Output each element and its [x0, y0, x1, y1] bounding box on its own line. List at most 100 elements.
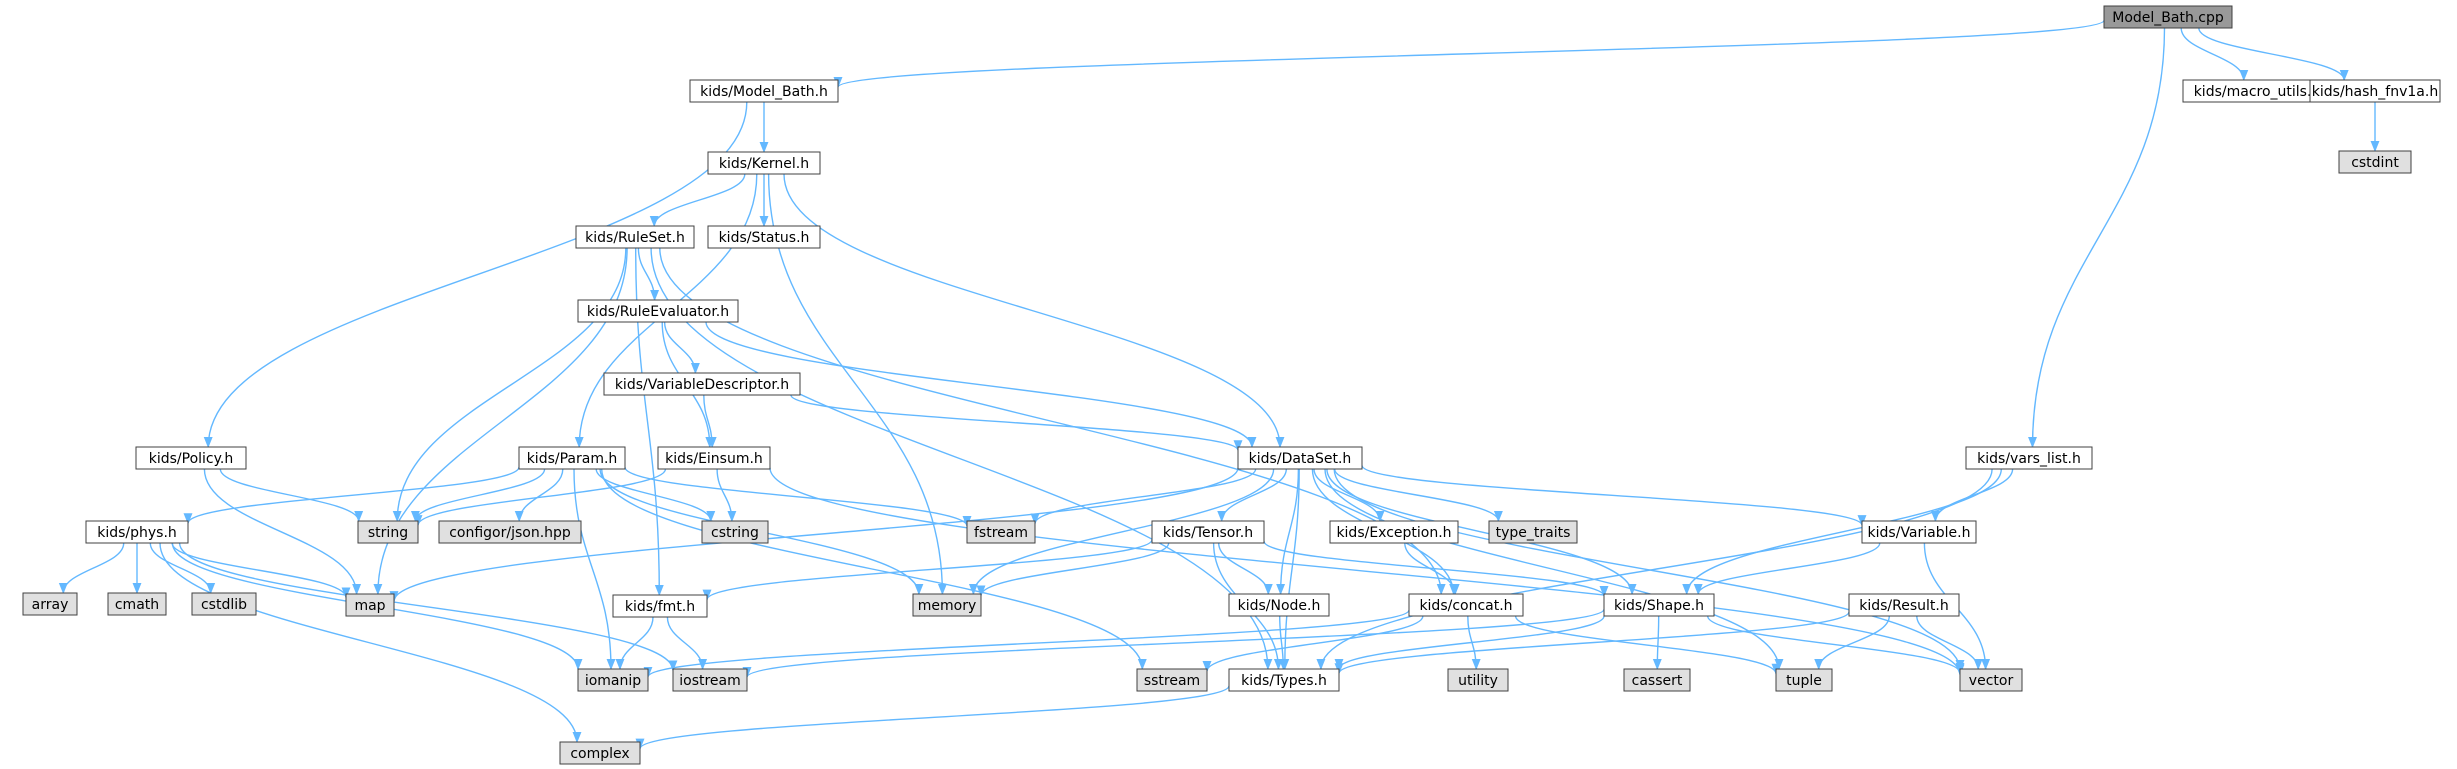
node-box-model_bath_h[interactable]	[689, 79, 839, 103]
node-sstream[interactable]: sstream	[1136, 668, 1208, 692]
node-policy_h[interactable]: kids/Policy.h	[135, 446, 247, 470]
node-variable_h[interactable]: kids/Variable.h	[1861, 520, 1977, 544]
node-fstream[interactable]: fstream	[966, 520, 1036, 544]
node-string[interactable]: string	[357, 520, 419, 544]
node-box-vars_list_h[interactable]	[1965, 446, 2093, 470]
node-box-memory[interactable]	[912, 593, 982, 617]
node-model_bath_cpp[interactable]: Model_Bath.cpp	[2103, 5, 2233, 29]
node-box-types_h[interactable]	[1228, 668, 1340, 692]
node-box-string[interactable]	[357, 520, 419, 544]
node-box-node_h[interactable]	[1228, 593, 1330, 617]
edge-result_h-to-tuple	[1814, 615, 1890, 671]
node-macro_utils_h[interactable]: kids/macro_utils.h	[2182, 79, 2332, 103]
node-cstdlib[interactable]: cstdlib	[191, 592, 257, 616]
node-cmath[interactable]: cmath	[107, 592, 167, 616]
node-box-dataset_h[interactable]	[1237, 446, 1363, 470]
node-box-json_hpp[interactable]	[438, 520, 582, 544]
node-einsum_h[interactable]: kids/Einsum.h	[657, 446, 771, 470]
node-map[interactable]: map	[345, 593, 395, 617]
node-vars_list_h[interactable]: kids/vars_list.h	[1965, 446, 2093, 470]
node-cstring[interactable]: cstring	[701, 520, 769, 544]
node-box-complex[interactable]	[559, 741, 641, 765]
edge-dataset_h-to-shape_h	[1326, 468, 1637, 596]
node-ruleset_h[interactable]: kids/RuleSet.h	[575, 225, 695, 249]
node-box-exception_h[interactable]	[1329, 520, 1459, 544]
node-label-cmath: cmath	[115, 597, 159, 613]
edge-kernel_h-to-dataset_h	[783, 173, 1285, 449]
node-kernel_h[interactable]: kids/Kernel.h	[707, 151, 821, 175]
node-hash_fnv1a_h[interactable]: kids/hash_fnv1a.h	[2309, 79, 2441, 103]
node-iomanip[interactable]: iomanip	[577, 668, 649, 692]
edge-einsum_h-to-cstring	[716, 468, 737, 523]
node-type_traits[interactable]: type_traits	[1488, 520, 1578, 544]
node-label-iomanip: iomanip	[585, 673, 641, 689]
node-label-ruleset_h: kids/RuleSet.h	[585, 230, 685, 246]
node-vector[interactable]: vector	[1959, 668, 2023, 692]
node-box-param_h[interactable]	[518, 446, 626, 470]
node-shape_h[interactable]: kids/Shape.h	[1603, 593, 1715, 617]
node-label-dataset_h: kids/DataSet.h	[1249, 451, 1352, 467]
node-node_h[interactable]: kids/Node.h	[1228, 593, 1330, 617]
node-box-hash_fnv1a_h[interactable]	[2309, 79, 2441, 103]
node-iostream[interactable]: iostream	[672, 668, 748, 692]
node-box-cassert[interactable]	[1623, 668, 1691, 692]
node-box-result_h[interactable]	[1848, 593, 1960, 617]
node-box-iomanip[interactable]	[577, 668, 649, 692]
node-variabledescriptor_h[interactable]: kids/VariableDescriptor.h	[603, 372, 801, 396]
node-param_h[interactable]: kids/Param.h	[518, 446, 626, 470]
node-box-status_h[interactable]	[707, 225, 821, 249]
node-box-tuple[interactable]	[1775, 668, 1833, 692]
node-box-concat_h[interactable]	[1408, 593, 1524, 617]
edge-tensor_h-to-node_h	[1218, 542, 1273, 596]
node-box-fmt_h[interactable]	[612, 594, 708, 618]
edge-result_h-to-types_h	[1334, 611, 1850, 675]
node-box-phys_h[interactable]	[85, 520, 189, 544]
edge-variable_h-to-shape_h	[1693, 542, 1881, 596]
edge-dataset_h-to-node_h	[1276, 468, 1300, 596]
node-box-cstdint[interactable]	[2338, 150, 2412, 174]
node-status_h[interactable]: kids/Status.h	[707, 225, 821, 249]
node-box-map[interactable]	[345, 593, 395, 617]
node-label-param_h: kids/Param.h	[527, 451, 618, 467]
node-box-sstream[interactable]	[1136, 668, 1208, 692]
node-box-utility[interactable]	[1447, 668, 1509, 692]
node-tuple[interactable]: tuple	[1775, 668, 1833, 692]
node-tensor_h[interactable]: kids/Tensor.h	[1151, 520, 1265, 544]
node-box-fstream[interactable]	[966, 520, 1036, 544]
node-dataset_h[interactable]: kids/DataSet.h	[1237, 446, 1363, 470]
node-fmt_h[interactable]: kids/fmt.h	[612, 594, 708, 618]
node-box-vector[interactable]	[1959, 668, 2023, 692]
node-box-ruleevaluator_h[interactable]	[577, 299, 739, 323]
edge-dataset_h-to-tuple	[1324, 468, 1784, 671]
node-box-policy_h[interactable]	[135, 446, 247, 470]
node-box-kernel_h[interactable]	[707, 151, 821, 175]
node-complex[interactable]: complex	[559, 741, 641, 765]
node-ruleevaluator_h[interactable]: kids/RuleEvaluator.h	[577, 299, 739, 323]
node-types_h[interactable]: kids/Types.h	[1228, 668, 1340, 692]
node-box-type_traits[interactable]	[1488, 520, 1578, 544]
node-box-array[interactable]	[22, 592, 78, 616]
node-box-ruleset_h[interactable]	[575, 225, 695, 249]
node-concat_h[interactable]: kids/concat.h	[1408, 593, 1524, 617]
node-cstdint[interactable]: cstdint	[2338, 150, 2412, 174]
node-box-cstring[interactable]	[701, 520, 769, 544]
node-phys_h[interactable]: kids/phys.h	[85, 520, 189, 544]
node-box-cmath[interactable]	[107, 592, 167, 616]
node-box-shape_h[interactable]	[1603, 593, 1715, 617]
node-cassert[interactable]: cassert	[1623, 668, 1691, 692]
node-label-tuple: tuple	[1786, 673, 1822, 689]
node-array[interactable]: array	[22, 592, 78, 616]
node-json_hpp[interactable]: configor/json.hpp	[438, 520, 582, 544]
node-box-iostream[interactable]	[672, 668, 748, 692]
node-result_h[interactable]: kids/Result.h	[1848, 593, 1960, 617]
node-box-variable_h[interactable]	[1861, 520, 1977, 544]
node-box-variabledescriptor_h[interactable]	[603, 372, 801, 396]
node-box-model_bath_cpp[interactable]	[2103, 5, 2233, 29]
node-memory[interactable]: memory	[912, 593, 982, 617]
node-box-cstdlib[interactable]	[191, 592, 257, 616]
node-model_bath_h[interactable]: kids/Model_Bath.h	[689, 79, 839, 103]
node-box-tensor_h[interactable]	[1151, 520, 1265, 544]
node-utility[interactable]: utility	[1447, 668, 1509, 692]
node-exception_h[interactable]: kids/Exception.h	[1329, 520, 1459, 544]
node-box-einsum_h[interactable]	[657, 446, 771, 470]
